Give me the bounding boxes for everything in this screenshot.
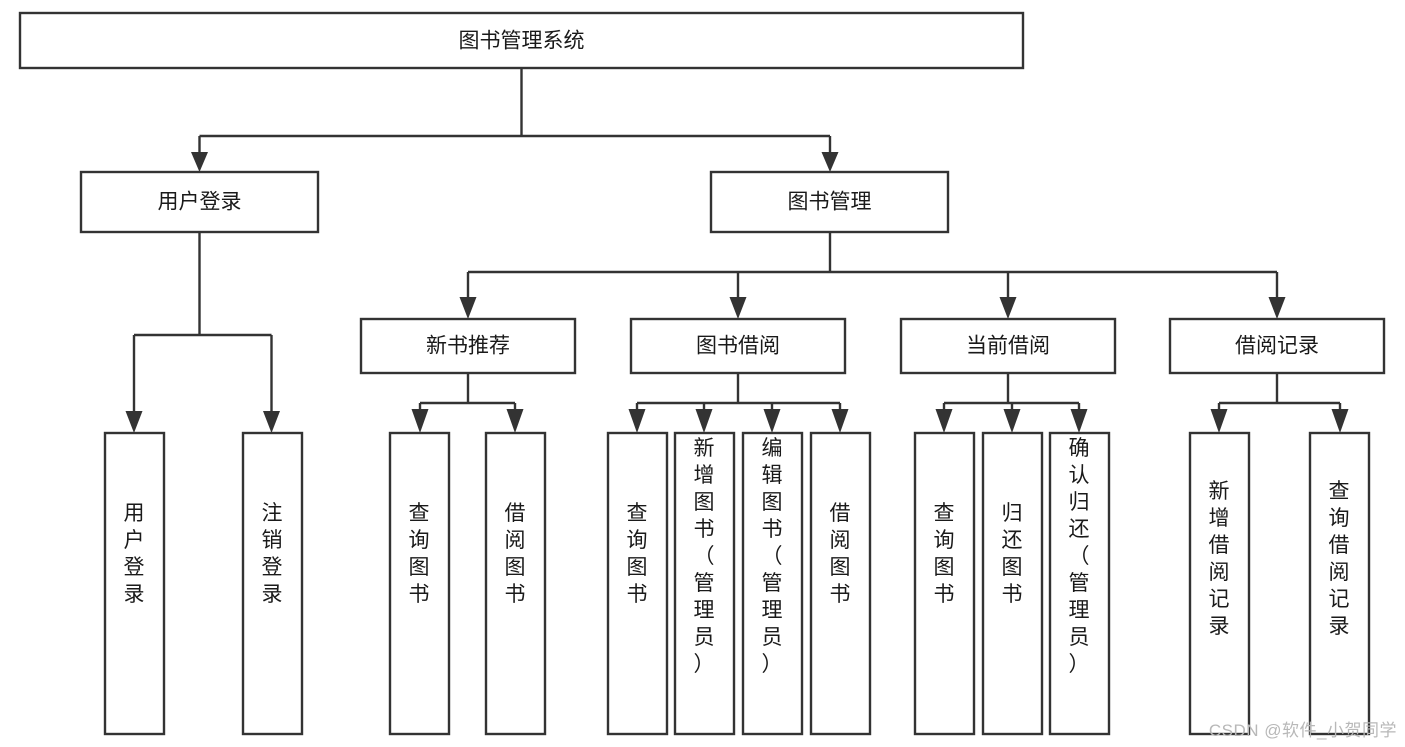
node-book-borrow-label: 图书借阅 <box>696 335 780 358</box>
leaf-bb-edit-book[interactable]: 编辑图书（管理员） <box>741 431 804 736</box>
arrowhead-new-book <box>459 297 477 319</box>
leaf-br-add-record-box[interactable] <box>1188 431 1251 736</box>
leaf-logout-label: 注销登录 <box>262 502 283 606</box>
leaf-cb-return-book-label: 归还图书 <box>1002 502 1023 606</box>
arrowhead-book-borrow <box>729 297 747 319</box>
node-new-book-recommend[interactable]: 新书推荐 <box>359 317 577 375</box>
leaf-user-login-label: 用户登录 <box>124 502 145 606</box>
node-borrow-record-box[interactable] <box>1168 317 1386 375</box>
arrowhead-cb-confirm <box>1070 409 1088 433</box>
arrowhead-bb-edit <box>763 409 781 433</box>
node-book-management-box[interactable] <box>709 170 950 234</box>
leaf-logout[interactable]: 注销登录 <box>241 431 304 736</box>
leaf-br-query-record[interactable]: 查询借阅记录 <box>1308 431 1371 736</box>
node-current-borrow-label: 当前借阅 <box>966 335 1050 358</box>
arrowhead-borrow-record <box>1268 297 1286 319</box>
leaf-br-query-record-box[interactable] <box>1308 431 1371 736</box>
leaf-bb-query-book-box[interactable] <box>606 431 669 736</box>
leaf-cb-query-book[interactable]: 查询图书 <box>913 431 976 736</box>
leaf-bb-borrow-book-box[interactable] <box>809 431 872 736</box>
node-root-box[interactable] <box>18 11 1025 70</box>
leaf-br-add-record-label: 新增借阅记录 <box>1209 480 1230 638</box>
arrowhead-bb-add <box>695 409 713 433</box>
leaf-logout-box[interactable] <box>241 431 304 736</box>
leaf-bb-add-book-box[interactable] <box>673 431 736 736</box>
node-book-management[interactable]: 图书管理 <box>709 170 950 234</box>
arrowhead-br-add <box>1210 409 1228 433</box>
leaf-bb-query-book[interactable]: 查询图书 <box>606 431 669 736</box>
leaf-nb-borrow-book-label: 借阅图书 <box>505 502 526 606</box>
arrowhead-leaf-user-login <box>125 411 143 433</box>
leaf-nb-borrow-book[interactable]: 借阅图书 <box>484 431 547 736</box>
leaf-bb-add-book[interactable]: 新增图书（管理员） <box>673 431 736 736</box>
leaf-cb-return-book-box[interactable] <box>981 431 1044 736</box>
arrowhead-bb-borrow <box>831 409 849 433</box>
leaf-cb-confirm-return-box[interactable] <box>1048 431 1111 736</box>
node-borrow-record[interactable]: 借阅记录 <box>1168 317 1386 375</box>
node-root-label: 图书管理系统 <box>459 30 585 53</box>
leaf-bb-add-book-label: 新增图书（管理员） <box>694 437 715 676</box>
leaf-cb-query-book-label: 查询图书 <box>934 502 955 606</box>
node-user-login-box[interactable] <box>79 170 320 234</box>
node-current-borrow-box[interactable] <box>899 317 1117 375</box>
arrowhead-cb-query <box>935 409 953 433</box>
arrowhead-book-mgmt <box>821 152 839 172</box>
node-new-book-recommend-label: 新书推荐 <box>426 335 510 358</box>
node-borrow-record-label: 借阅记录 <box>1235 335 1319 358</box>
leaf-br-query-record-label: 查询借阅记录 <box>1329 480 1350 638</box>
leaf-cb-confirm-return-label: 确认归还（管理员） <box>1069 437 1090 676</box>
leaf-nb-query-book[interactable]: 查询图书 <box>388 431 451 736</box>
arrowhead-cb-return <box>1003 409 1021 433</box>
leaf-bb-edit-book-label: 编辑图书（管理员） <box>762 437 783 676</box>
leaf-bb-borrow-book[interactable]: 借阅图书 <box>809 431 872 736</box>
arrowhead-user-login <box>191 152 208 172</box>
node-user-login-label: 用户登录 <box>158 191 242 214</box>
leaf-nb-query-book-box[interactable] <box>388 431 451 736</box>
arrowhead-current-borrow <box>999 297 1017 319</box>
node-root[interactable]: 图书管理系统 <box>18 11 1025 70</box>
node-current-borrow[interactable]: 当前借阅 <box>899 317 1117 375</box>
leaf-cb-return-book[interactable]: 归还图书 <box>981 431 1044 736</box>
arrowhead-nb-query <box>411 409 429 433</box>
node-book-borrow-box[interactable] <box>629 317 847 375</box>
leaf-nb-borrow-book-box[interactable] <box>484 431 547 736</box>
leaf-nb-query-book-label: 查询图书 <box>409 502 430 606</box>
csdn-watermark: CSDN @软件_小贺同学 <box>1208 721 1397 740</box>
arrowhead-nb-borrow <box>506 409 524 433</box>
leaf-br-add-record[interactable]: 新增借阅记录 <box>1188 431 1251 736</box>
leaf-user-login-box[interactable] <box>103 431 166 736</box>
leaf-bb-borrow-book-label: 借阅图书 <box>830 502 851 606</box>
leaf-cb-confirm-return[interactable]: 确认归还（管理员） <box>1048 431 1111 736</box>
node-new-book-recommend-box[interactable] <box>359 317 577 375</box>
arrowhead-bb-query <box>628 409 646 433</box>
arrowhead-leaf-logout <box>263 411 280 433</box>
node-user-login[interactable]: 用户登录 <box>79 170 320 234</box>
node-book-management-label: 图书管理 <box>788 191 872 214</box>
node-book-borrow[interactable]: 图书借阅 <box>629 317 847 375</box>
leaf-user-login[interactable]: 用户登录 <box>103 431 166 736</box>
connector-layer <box>125 68 1349 433</box>
leaf-bb-edit-book-box[interactable] <box>741 431 804 736</box>
arrowhead-br-query <box>1331 409 1349 433</box>
leaf-cb-query-book-box[interactable] <box>913 431 976 736</box>
leaf-bb-query-book-label: 查询图书 <box>627 502 648 606</box>
